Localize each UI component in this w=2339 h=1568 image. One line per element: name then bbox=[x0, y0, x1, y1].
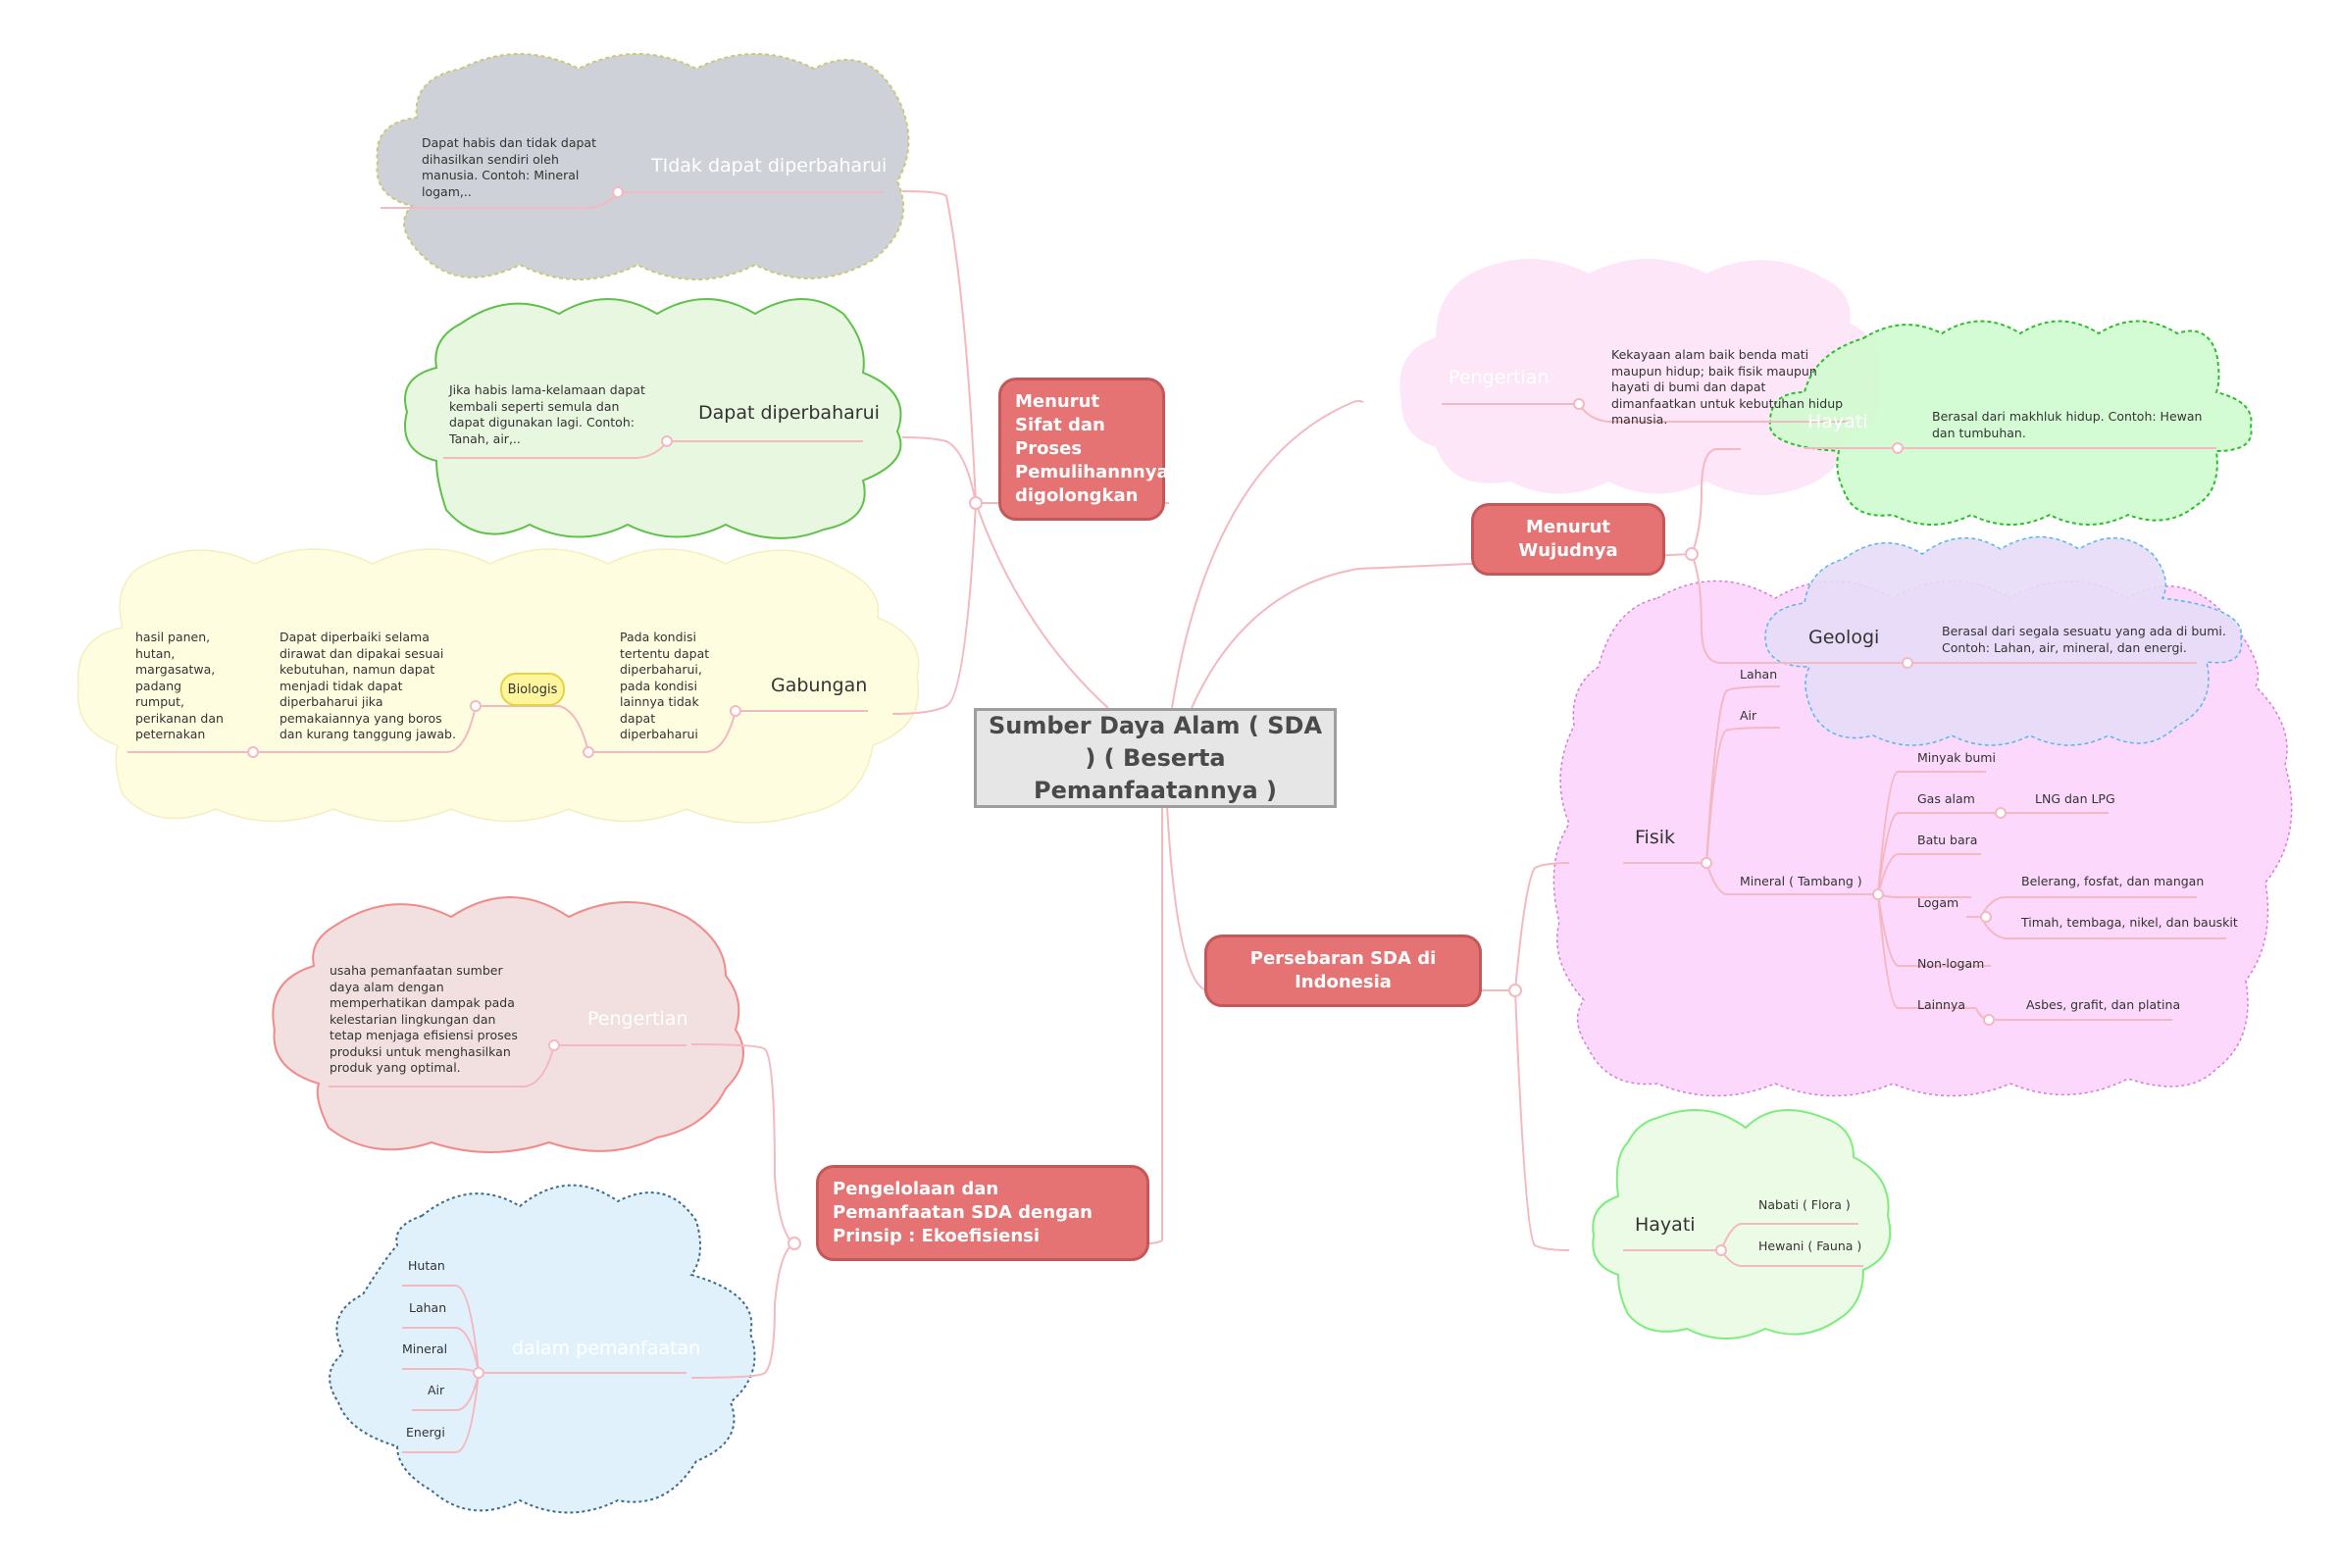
cloud-tidak-diperbaharui bbox=[376, 53, 910, 280]
dalam-item-air[interactable]: Air bbox=[428, 1383, 445, 1397]
fisik-lahan[interactable]: Lahan bbox=[1740, 667, 1778, 682]
pengertian-right-title[interactable]: Pengertian bbox=[1449, 367, 1550, 388]
fisik-air[interactable]: Air bbox=[1740, 708, 1757, 723]
hayati-bottom-title[interactable]: Hayati bbox=[1635, 1214, 1696, 1236]
root-topic[interactable]: Sumber Daya Alam ( SDA ) ( Beserta Peman… bbox=[974, 708, 1337, 808]
hayati-nabati[interactable]: Nabati ( Flora ) bbox=[1758, 1197, 1851, 1212]
dapat-diperbaharui-desc[interactable]: Jika habis lama-kelamaan dapat kembali s… bbox=[449, 382, 645, 446]
mineral-batu[interactable]: Batu bara bbox=[1917, 833, 1978, 847]
cloud-gabungan bbox=[76, 548, 920, 824]
cloud-dalam-pemanfaatan bbox=[329, 1184, 756, 1514]
topic-menurut-sifat[interactable]: Menurut Sifat dan Proses Pemulihannnya, … bbox=[998, 378, 1175, 521]
mineral-nonlogam[interactable]: Non-logam bbox=[1917, 956, 1985, 971]
hayati-hewani[interactable]: Hewani ( Fauna ) bbox=[1758, 1239, 1862, 1253]
dapat-diperbaharui-title[interactable]: Dapat diperbaharui bbox=[698, 402, 880, 424]
cloud-pengertian-left bbox=[272, 896, 744, 1153]
dalam-item-hutan[interactable]: Hutan bbox=[408, 1258, 445, 1273]
hayati-top-title[interactable]: Hayati bbox=[1807, 411, 1868, 432]
topic-menurut-wujudnya[interactable]: Menurut Wujudnya bbox=[1471, 503, 1665, 576]
mineral-minyak[interactable]: Minyak bumi bbox=[1917, 750, 1996, 765]
mineral-lainnya[interactable]: Lainnya bbox=[1917, 997, 1965, 1012]
dalam-item-energi[interactable]: Energi bbox=[406, 1425, 445, 1440]
biologis-desc[interactable]: Dapat diperbaiki selama dirawat dan dipa… bbox=[280, 630, 456, 741]
tidak-diperbaharui-title[interactable]: TIdak dapat diperbaharui bbox=[651, 155, 888, 177]
gabungan-desc[interactable]: Pada kondisi tertentu dapat diperbaharui… bbox=[620, 630, 710, 741]
connectors bbox=[127, 190, 2226, 1453]
dalam-item-lahan[interactable]: Lahan bbox=[409, 1300, 447, 1315]
logam-belerang[interactable]: Belerang, fosfat, dan mangan bbox=[2021, 874, 2205, 888]
mineral-gas[interactable]: Gas alam bbox=[1917, 791, 1975, 806]
node-dots bbox=[247, 186, 2007, 1379]
fisik-title[interactable]: Fisik bbox=[1635, 827, 1676, 848]
cloud-pengertian-right bbox=[1399, 259, 1881, 495]
pengertian-left-desc[interactable]: usaha pemanfaatan sumber daya alam denga… bbox=[330, 963, 518, 1075]
gas-lng[interactable]: LNG dan LPG bbox=[2035, 791, 2115, 806]
lainnya-asbes[interactable]: Asbes, grafit, dan platina bbox=[2026, 997, 2181, 1012]
cloud-dapat-diperbaharui bbox=[404, 298, 902, 539]
fisik-mineral[interactable]: Mineral ( Tambang ) bbox=[1740, 874, 1862, 888]
dalam-pemanfaatan-title[interactable]: dalam pemanfaatan bbox=[512, 1338, 701, 1359]
dalam-item-mineral[interactable]: Mineral bbox=[402, 1341, 448, 1356]
gabungan-title[interactable]: Gabungan bbox=[771, 675, 868, 696]
biologis-badge[interactable]: Biologis bbox=[500, 673, 565, 706]
logam-timah[interactable]: Timah, tembaga, nikel, dan bauskit bbox=[2021, 915, 2238, 930]
gabungan-examples[interactable]: hasil panen, hutan, margasatwa, padang r… bbox=[135, 630, 224, 741]
tidak-diperbaharui-desc[interactable]: Dapat habis dan tidak dapat dihasilkan s… bbox=[422, 135, 596, 199]
cloud-hayati-top bbox=[1768, 320, 2253, 526]
geologi-desc[interactable]: Berasal dari segala sesuatu yang ada di … bbox=[1942, 624, 2226, 655]
geologi-title[interactable]: Geologi bbox=[1808, 627, 1880, 648]
hayati-top-desc[interactable]: Berasal dari makhluk hidup. Contoh: Hewa… bbox=[1932, 409, 2203, 440]
topic-pengelolaan[interactable]: Pengelolaan dan Pemanfaatan SDA dengan P… bbox=[816, 1165, 1149, 1261]
mineral-logam[interactable]: Logam bbox=[1917, 895, 1959, 910]
pengertian-left-title[interactable]: Pengertian bbox=[587, 1008, 688, 1030]
cloud-geologi bbox=[1764, 535, 2243, 746]
pengertian-right-desc[interactable]: Kekayaan alam baik benda mati maupun hid… bbox=[1611, 347, 1844, 427]
topic-persebaran[interactable]: Persebaran SDA di Indonesia bbox=[1204, 935, 1482, 1007]
